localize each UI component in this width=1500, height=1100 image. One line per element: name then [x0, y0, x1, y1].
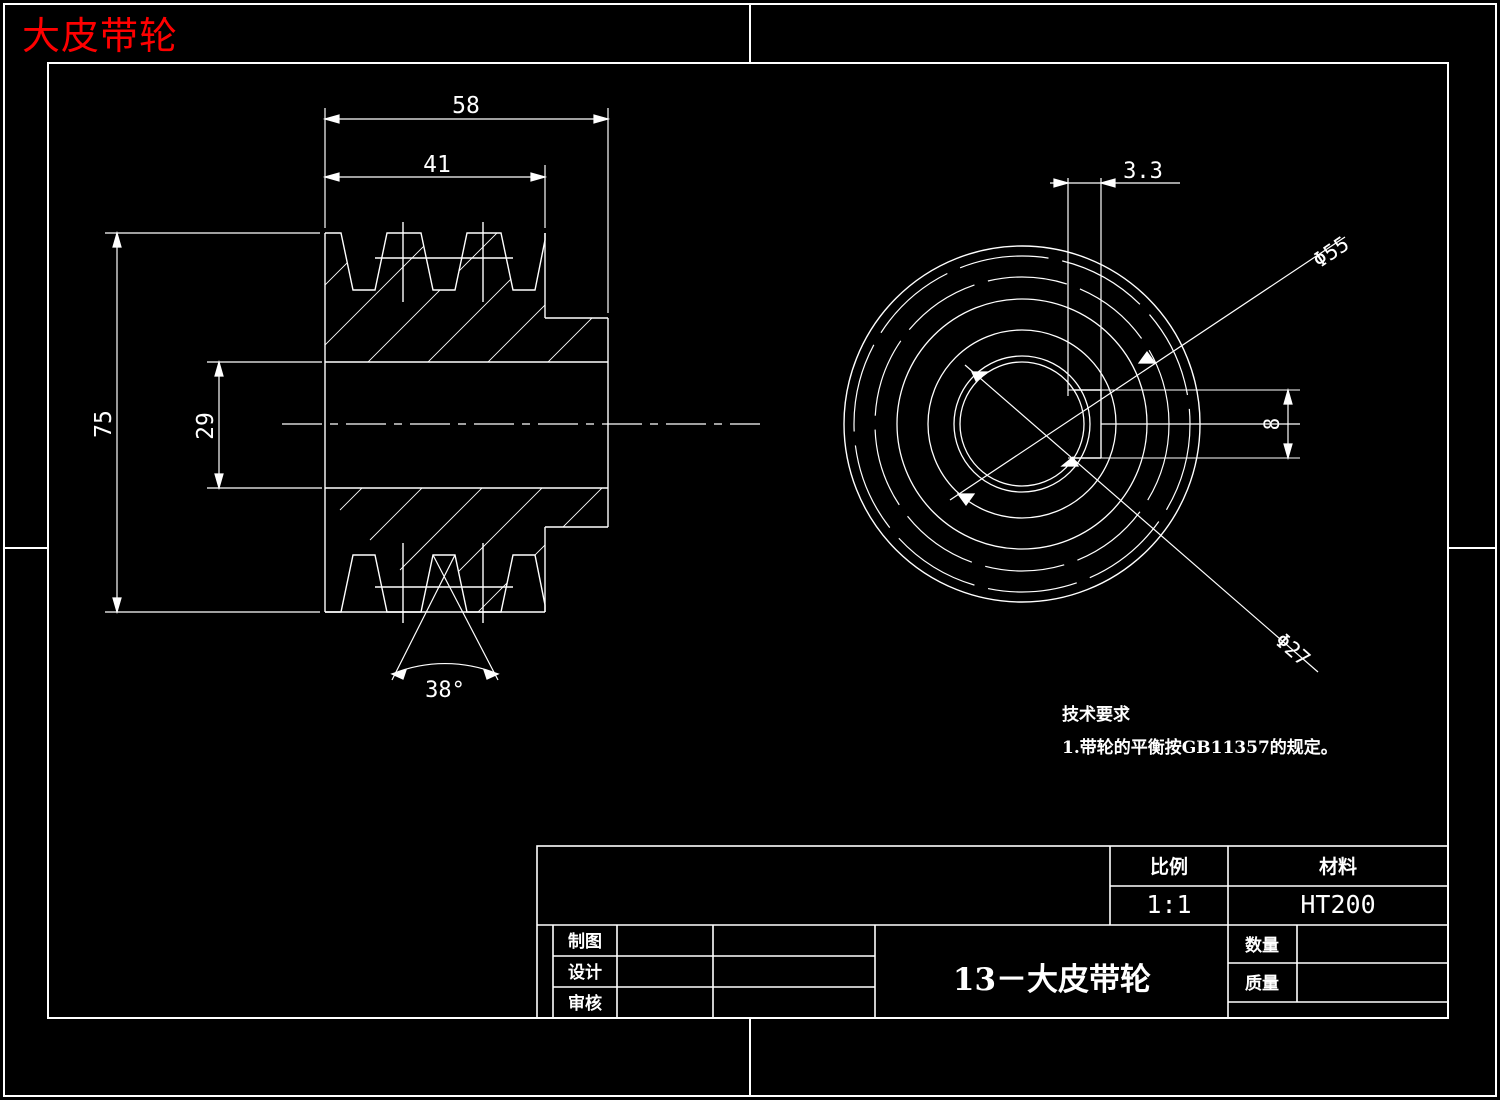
dimension-label-phi-55: Φ55 — [1309, 232, 1354, 273]
title-block-row-label-2: 审核 — [568, 993, 602, 1014]
title-block-scale-label: 比例 — [1150, 855, 1188, 878]
dimension-label-3-3: 3.3 — [1123, 159, 1163, 184]
title-block-quantity-label: 数量 — [1245, 935, 1279, 956]
groove-centerlines-top — [375, 222, 513, 302]
title-block-material-label: 材料 — [1319, 855, 1357, 878]
dimension-label-38-deg: 38° — [425, 678, 465, 703]
dimension-label-75: 75 — [91, 410, 117, 438]
dimension-phi-27 — [964, 364, 1319, 673]
section-hatch-lower — [339, 488, 608, 612]
title-block — [536, 845, 1449, 1019]
dimension-set-section-view — [105, 108, 611, 681]
dimension-label-29: 29 — [193, 412, 219, 440]
dimension-label-keyway-8: 8 — [1260, 418, 1284, 431]
section-view-pulley — [282, 222, 760, 623]
title-block-mass-label: 质量 — [1245, 973, 1279, 994]
v-groove-profile-top — [325, 232, 546, 291]
bore-outer-ring — [953, 355, 1091, 493]
dimension-label-58: 58 — [452, 93, 480, 119]
front-view-pulley — [843, 178, 1300, 603]
sheet-frame — [3, 3, 1497, 1097]
dimension-38-deg — [390, 554, 500, 681]
v-groove-profile-bottom — [325, 554, 546, 613]
dimension-3-3 — [1050, 178, 1180, 188]
dimension-label-41: 41 — [423, 152, 451, 178]
title-block-scale-value: 1:1 — [1146, 890, 1191, 919]
dimension-set-front-view — [949, 178, 1346, 673]
title-block-row-label-0: 制图 — [568, 931, 602, 952]
dimension-keyway-8 — [1283, 387, 1293, 461]
keyway-slot — [1073, 389, 1102, 459]
dimension-41 — [322, 165, 548, 228]
bore-circle — [959, 361, 1085, 487]
dimension-58 — [322, 108, 611, 313]
hub-outer-circle — [927, 329, 1117, 519]
drawing-red-title: 大皮带轮 — [22, 14, 179, 58]
groove-centerlines-bottom — [375, 543, 513, 623]
dimension-label-phi-27: Φ27 — [1270, 628, 1314, 671]
dimension-29 — [207, 359, 322, 491]
title-block-material-value: HT200 — [1300, 890, 1375, 919]
section-hatch-upper — [325, 233, 608, 362]
title-block-part-title: 13－大皮带轮 — [953, 962, 1151, 998]
technical-requirements-heading: 技术要求 — [1062, 705, 1130, 725]
dimension-phi-55 — [949, 236, 1346, 507]
technical-requirements-item-1: 1.带轮的平衡按GB11357的规定。 — [1062, 738, 1338, 758]
title-block-row-label-1: 设计 — [568, 962, 602, 983]
dimension-75 — [105, 230, 320, 615]
